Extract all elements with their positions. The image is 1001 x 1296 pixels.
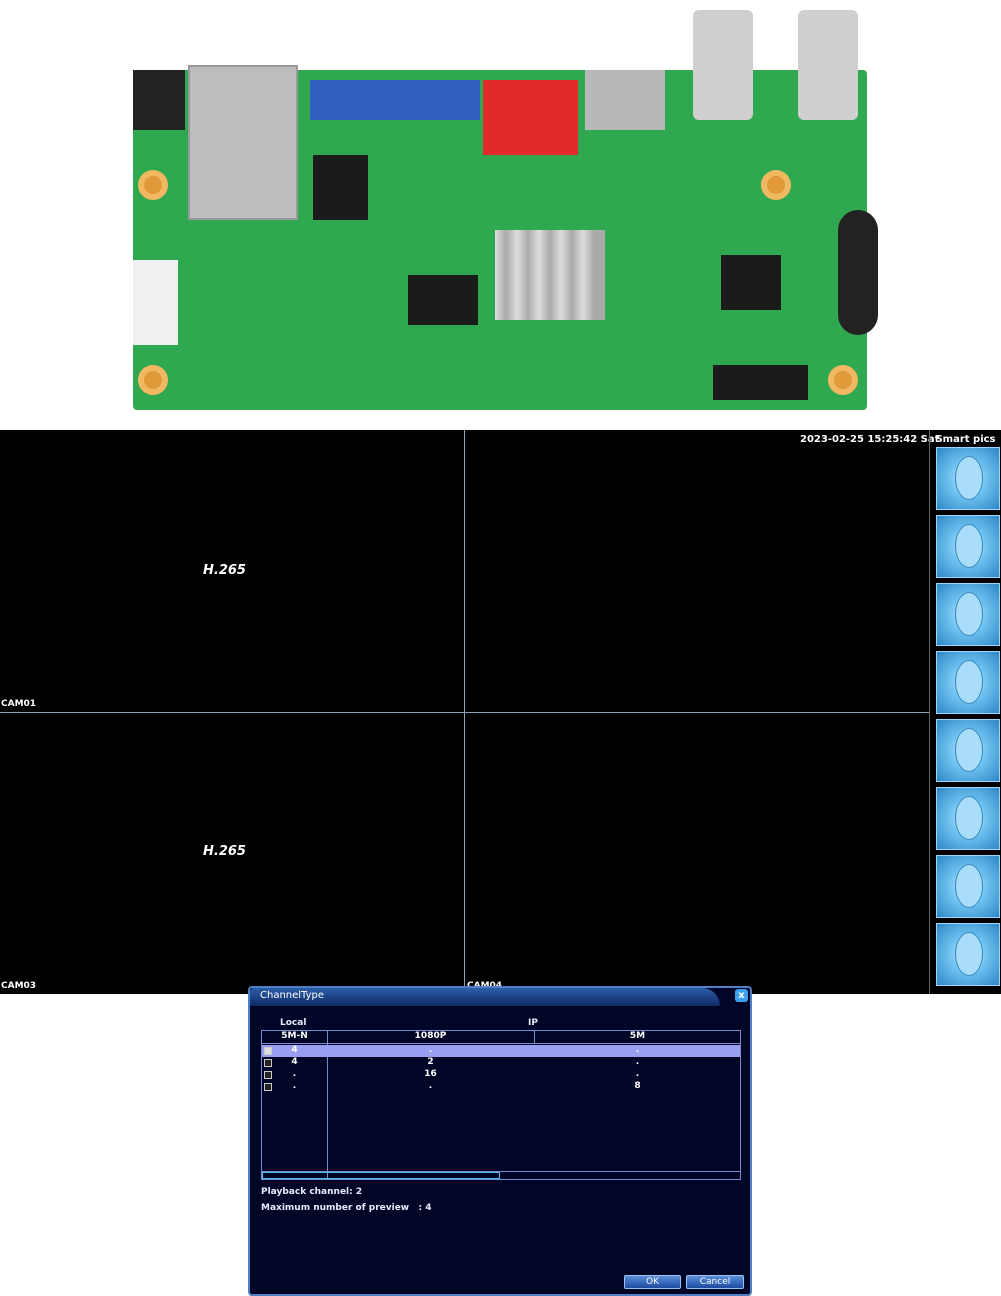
timestamp: 2023-02-25 15:25:42 Sat [800,434,940,445]
pcb-photo [0,0,1001,430]
column-header: 5M-N [262,1031,327,1044]
channel-type-dialog: ChannelType x Local IP 5M-N 1080P 5M 4..… [248,986,752,1296]
face-icon [955,728,983,772]
face-thumbnail[interactable] [936,855,1000,918]
face-icon [955,592,983,636]
cancel-button[interactable]: Cancel [686,1275,744,1289]
cam03-label: CAM03 [1,981,37,991]
table-cell: 16 [424,1069,437,1079]
dialog-title: ChannelType [250,988,720,1006]
table-row[interactable]: . 16. [262,1069,740,1081]
cam01-label: CAM01 [1,699,37,709]
table-cell: . [428,1081,433,1091]
face-icon [955,932,983,976]
column-header: 5M [534,1031,741,1044]
horizontal-scrollbar[interactable] [262,1171,740,1179]
face-thumbnail[interactable] [936,719,1000,782]
smart-pics-panel: Smart pics [929,430,1001,994]
close-icon[interactable]: x [735,989,748,1002]
table-cell: 8 [634,1081,641,1091]
table-cell: . [428,1045,433,1055]
table-row[interactable]: 4 2. [262,1057,740,1069]
table-cell: . [635,1057,640,1067]
max-preview-text: Maximum number of preview : 4 [261,1203,432,1213]
dvr-screen: CAM01 CAM03 CAM04 H.265 H.265 2023-02-25… [0,430,1001,1296]
table-cell: . [635,1069,640,1079]
table-cell: . [292,1081,297,1091]
table-cell: 4 [291,1045,298,1055]
codec-label: H.265 [203,844,246,859]
table-cell: . [292,1069,297,1079]
local-label: Local [280,1018,307,1028]
face-thumbnail[interactable] [936,787,1000,850]
face-thumbnail[interactable] [936,923,1000,986]
ip-label: IP [528,1018,538,1028]
face-icon [955,524,983,568]
table-cell: 4 [291,1057,298,1067]
face-icon [955,456,983,500]
smart-pics-title: Smart pics [935,434,996,445]
face-thumbnail[interactable] [936,583,1000,646]
playback-channel-text: Playback channel: 2 [261,1187,363,1197]
face-icon [955,660,983,704]
column-header: 1080P [327,1031,534,1044]
face-icon [955,864,983,908]
circuit-board [133,10,878,410]
face-thumbnail[interactable] [936,651,1000,714]
codec-label: H.265 [203,563,246,578]
face-icon [955,796,983,840]
face-thumbnail[interactable] [936,447,1000,510]
face-thumbnail[interactable] [936,515,1000,578]
table-row[interactable]: .. 8 [262,1081,740,1093]
table-row[interactable]: 4.. [262,1045,740,1057]
table-cell: 2 [427,1057,434,1067]
ok-button[interactable]: OK [624,1275,681,1289]
table-cell: . [635,1045,640,1055]
